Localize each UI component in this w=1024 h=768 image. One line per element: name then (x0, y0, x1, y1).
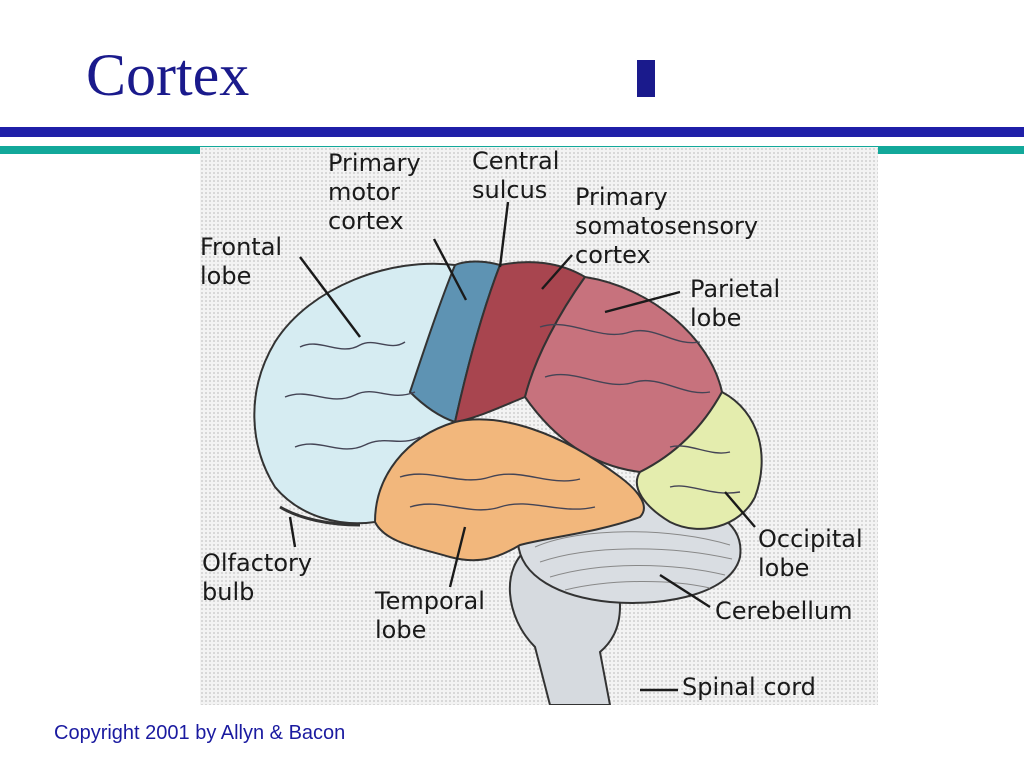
copyright-notice: Copyright 2001 by Allyn & Bacon (54, 722, 346, 744)
label-frontal-lobe: Frontal lobe (200, 233, 283, 290)
label-olfactory-bulb: Olfactory bulb (202, 549, 313, 606)
leader-occipital (724, 491, 756, 528)
label-primary-motor-cortex: Primary motor cortex (328, 149, 421, 235)
label-temporal-lobe: Temporal lobe (375, 587, 485, 644)
cerebellum-folds (534, 531, 733, 591)
leader-frontal (299, 256, 361, 338)
label-spinal-cord: Spinal cord (682, 673, 816, 701)
label-primary-somatosensory-cortex: Primary somatosensory cortex (575, 183, 759, 269)
leader-olfactory (288, 516, 297, 548)
leader-cerebellum (659, 573, 711, 609)
label-cerebellum: Cerebellum (715, 597, 853, 625)
label-occipital-lobe: Occipital lobe (758, 525, 863, 582)
label-parietal-lobe: Parietal lobe (690, 275, 781, 332)
brain-diagram: Primary motor cortex Central sulcus Prim… (200, 147, 878, 705)
title-marker (637, 60, 655, 97)
gyri-lines (284, 323, 741, 511)
leader-motor (432, 238, 468, 301)
leader-lines (288, 201, 756, 692)
olfactory-bulb-shape (279, 505, 361, 527)
brain-illustration (253, 201, 763, 705)
temporal-lobe-shape (373, 418, 645, 562)
leader-parietal (604, 290, 681, 314)
header-rule-blue (0, 127, 1024, 137)
slide-title: Cortex (86, 42, 250, 108)
leader-central (498, 201, 510, 268)
leader-temporal (448, 526, 467, 588)
occipital-lobe-shape (635, 390, 763, 530)
leader-somato (541, 254, 573, 290)
label-central-sulcus: Central sulcus (472, 147, 560, 204)
